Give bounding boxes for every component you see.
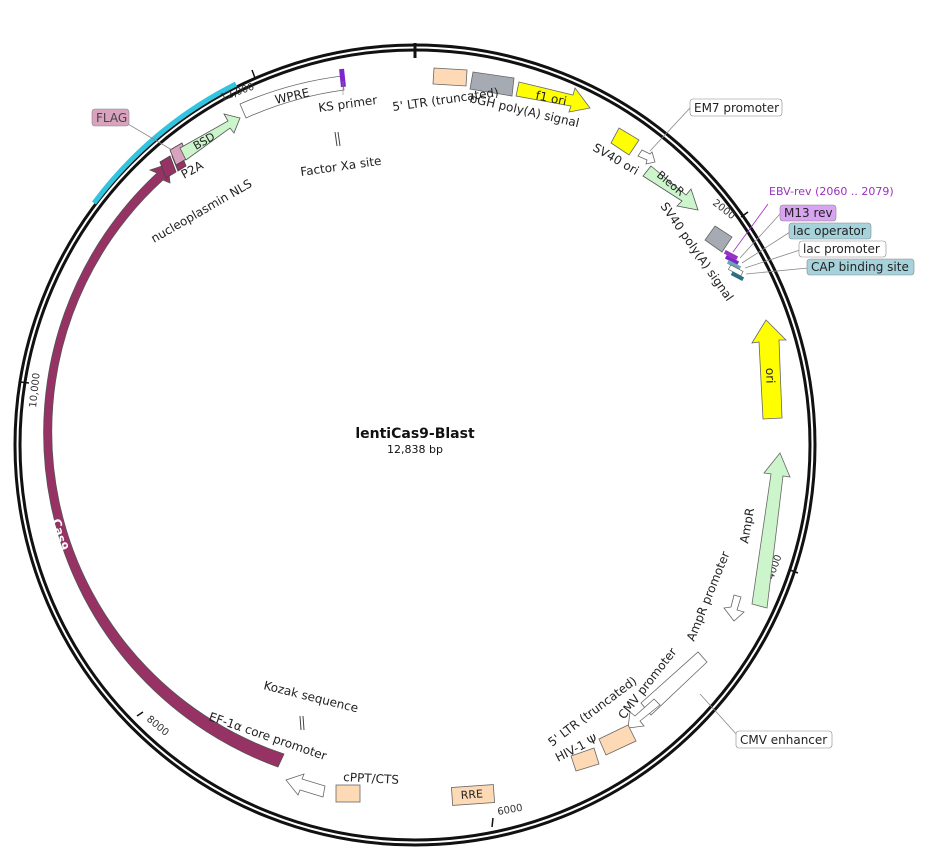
f1-ori-label: f1 ori: [534, 88, 568, 108]
nls-feature[interactable]: [159, 155, 177, 179]
m13-leader: [739, 213, 781, 259]
rre-label: RRE: [460, 787, 483, 802]
lac-operator-callout[interactable]: lac operator: [788, 222, 872, 240]
em7-feature[interactable]: [637, 149, 656, 165]
bgh-feature[interactable]: [469, 71, 515, 97]
plasmid-name: lentiCas9-Blast: [355, 426, 475, 442]
sv40-ori-feature[interactable]: [610, 127, 640, 156]
svg-text:10,000: 10,000: [28, 372, 43, 408]
wpre-label: WPRE: [274, 85, 311, 107]
wpre-feature[interactable]: [239, 75, 345, 119]
lacprom-leader: [744, 249, 801, 269]
factor-xa-mark-b: [337, 131, 341, 147]
cppt-feature[interactable]: [335, 784, 361, 803]
ks-primer-label: KS primer: [317, 93, 378, 115]
f1-ori-feature[interactable]: [515, 81, 591, 113]
svg-text:EM7 promoter: EM7 promoter: [694, 101, 779, 115]
cmv-enh-leader: [699, 693, 739, 737]
kozak-mark-a: [299, 715, 302, 731]
svg-text:M13 rev: M13 rev: [784, 206, 833, 220]
cap-callout[interactable]: CAP binding site: [806, 258, 915, 276]
cmv-promoter-feature[interactable]: [627, 698, 661, 729]
tick-6000: 6000: [491, 803, 524, 828]
flag-callout[interactable]: FLAG: [91, 108, 130, 127]
bleor-feature[interactable]: [642, 165, 699, 211]
ef1a-feature[interactable]: [285, 773, 326, 798]
ebv-leader: [732, 203, 769, 253]
nls-label: nucleoplasmin NLS: [149, 176, 255, 245]
lac-promoter-callout[interactable]: lac promoter: [798, 240, 887, 258]
bsd-feature[interactable]: [179, 113, 241, 161]
flag-leader: [127, 123, 173, 151]
svg-text:CMV enhancer: CMV enhancer: [740, 733, 827, 747]
rre-feature[interactable]: [450, 784, 496, 806]
ampr-promoter-label: AmpR promoter: [684, 549, 733, 643]
svg-text:CAP binding site: CAP binding site: [811, 260, 909, 274]
ampr-feature[interactable]: [751, 452, 791, 609]
svg-text:lac operator: lac operator: [793, 224, 866, 238]
tick-2000: 2000: [710, 198, 749, 222]
svg-text:6000: 6000: [497, 803, 524, 818]
ampr-promoter-feature[interactable]: [723, 594, 745, 622]
lacop-leader: [741, 231, 791, 264]
em7-leader: [649, 107, 691, 152]
ltr-bottom-feature[interactable]: [598, 724, 637, 756]
svg-text:FLAG: FLAG: [96, 111, 127, 125]
lac-operator-feature[interactable]: [726, 259, 742, 271]
ltr-top-feature[interactable]: [432, 67, 468, 87]
sv40-pa-feature[interactable]: [704, 225, 733, 253]
factor-xa-label: Factor Xa site: [299, 154, 382, 179]
cppt-label: cPPT/CTS: [343, 770, 399, 787]
m13-rev-feature[interactable]: [724, 254, 740, 266]
kozak-label: Kozak sequence: [262, 678, 359, 715]
ks-primer-feature[interactable]: [339, 68, 346, 88]
ampr-label: AmpR: [737, 507, 757, 545]
m13-rev-callout[interactable]: M13 rev: [779, 204, 837, 222]
tick-8000: 8000: [136, 711, 171, 739]
cas9-feature[interactable]: [43, 163, 285, 768]
tick-10000: 10,000: [19, 372, 43, 408]
ebv-rev-mark: [723, 249, 739, 261]
cap-leader: [745, 267, 809, 275]
kozak-mark-b: [302, 715, 305, 731]
cmv-enhancer-callout[interactable]: CMV enhancer: [735, 730, 833, 749]
factor-xa-mark-a: [334, 131, 338, 147]
plasmid-length: 12,838 bp: [387, 443, 443, 456]
cmv-enhancer-feature[interactable]: [640, 651, 708, 716]
cap-site-feature[interactable]: [730, 271, 745, 282]
ori-feature[interactable]: [751, 319, 787, 420]
svg-text:lac promoter: lac promoter: [803, 242, 880, 256]
hiv-psi-feature[interactable]: [570, 747, 600, 772]
svg-text:EBV-rev (2060 .. 2079): EBV-rev (2060 .. 2079): [769, 185, 894, 198]
em7-callout[interactable]: EM7 promoter: [689, 98, 783, 117]
ori-label: ori: [763, 368, 778, 384]
ebv-rev-callout[interactable]: EBV-rev (2060 .. 2079): [769, 185, 894, 198]
cas9-label: Cas9: [49, 517, 71, 552]
selection-arc: [91, 81, 238, 205]
tick-12000: 12,000: [219, 69, 256, 104]
